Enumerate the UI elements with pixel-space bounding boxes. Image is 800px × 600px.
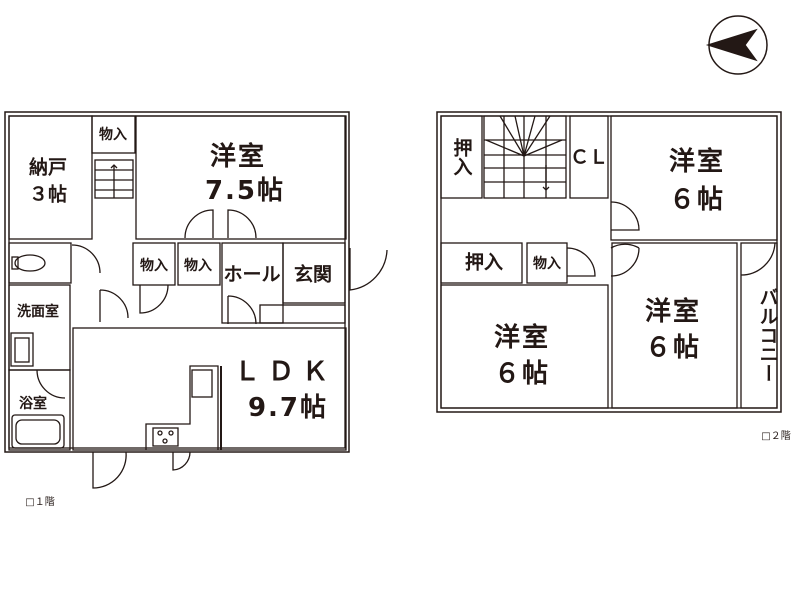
room-washroom-label: 洗面室 [17, 304, 59, 320]
room-western-se-label: 洋室 [644, 297, 702, 327]
room-hall-label: ホール [223, 263, 281, 286]
room-western-ne-size: ６帖 [668, 185, 726, 215]
room-balcony-label: バルコニー [756, 287, 779, 383]
room-nando-size: ３帖 [28, 183, 68, 206]
room-western-sw-label: 洋室 [493, 323, 551, 353]
room-bath-label: 浴室 [19, 396, 47, 412]
room-western-se-size: ６帖 [644, 333, 702, 363]
room-western-ne-label: 洋室 [668, 147, 726, 177]
floor1-label: □１階 [25, 497, 55, 508]
room-ldk-label: ＬＤＫ [233, 357, 337, 387]
compass-icon [705, 15, 768, 75]
room-storage-top-label: 物入 [99, 127, 127, 143]
room-western-size: 7.5帖 [204, 176, 286, 206]
room-storage-a-label: 物入 [140, 258, 168, 274]
room-western-sw-size: ６帖 [493, 359, 551, 389]
floor2-label: □２階 [761, 431, 791, 442]
floor2-walls [436, 111, 782, 413]
room-storage-label: 物入 [533, 256, 561, 272]
room-western-label: 洋室 [209, 142, 267, 172]
room-storage-b-label: 物入 [184, 258, 212, 274]
room-cl-label: ＣＬ [569, 146, 609, 169]
room-nando-label: 納戸 [28, 156, 68, 179]
floor1-walls [4, 111, 388, 489]
room-oshiire-label: 押入 [464, 251, 504, 274]
room-ldk-size: 9.7帖 [247, 393, 329, 423]
room-oshiire-top-label: 押入 [450, 138, 473, 176]
room-entrance-label: 玄関 [293, 263, 333, 286]
